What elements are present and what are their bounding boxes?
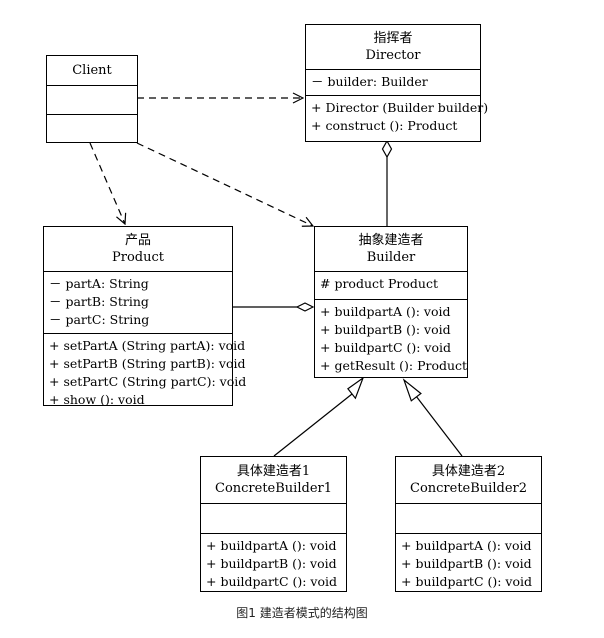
concrete1-attributes-section bbox=[201, 503, 346, 533]
concrete2-method-buildpartA: + buildpartA (): void bbox=[401, 538, 532, 553]
client-attributes-section bbox=[47, 85, 137, 114]
product-name-cn: 产品 bbox=[124, 233, 151, 248]
builder-method-buildpartC: + buildpartC (): void bbox=[320, 340, 452, 355]
product-attr-partA: － partA: String bbox=[49, 276, 149, 291]
class-client[interactable]: Client bbox=[46, 55, 138, 143]
concrete2-method-buildpartB: + buildpartB (): void bbox=[401, 556, 532, 571]
concrete1-method-buildpartC: + buildpartC (): void bbox=[206, 574, 338, 589]
concrete1-header: 具体建造者1 ConcreteBuilder1 bbox=[201, 457, 346, 503]
concrete2-attributes-section bbox=[396, 503, 541, 533]
director-name: Director bbox=[365, 48, 421, 63]
builder-method-buildpartB: + buildpartB (): void bbox=[320, 322, 451, 337]
product-attr-partB: － partB: String bbox=[49, 294, 149, 309]
concrete2-name-cn: 具体建造者2 bbox=[431, 464, 506, 479]
client-methods-section bbox=[47, 114, 137, 142]
class-director[interactable]: 指挥者 Director － builder: Builder + Direct… bbox=[305, 24, 489, 142]
class-concrete-builder-2[interactable]: 具体建造者2 ConcreteBuilder2 + buildpartA ():… bbox=[395, 456, 542, 592]
director-header: 指挥者 Director bbox=[306, 25, 480, 69]
director-attributes: － builder: Builder bbox=[306, 69, 480, 95]
builder-name: Builder bbox=[366, 250, 416, 265]
class-builder[interactable]: 抽象建造者 Builder # product Product + buildp… bbox=[314, 226, 468, 378]
product-attributes: － partA: String － partB: String － partC:… bbox=[44, 271, 232, 333]
generalization-triangle-2 bbox=[402, 378, 422, 402]
concrete2-header: 具体建造者2 ConcreteBuilder2 bbox=[396, 457, 541, 503]
concrete1-name-cn: 具体建造者1 bbox=[236, 464, 311, 479]
concrete1-name: ConcreteBuilder1 bbox=[215, 481, 332, 496]
product-attr-partC: － partC: String bbox=[49, 312, 150, 327]
builder-methods: + buildpartA (): void + buildpartB (): v… bbox=[315, 299, 467, 378]
product-methods: + setPartA (String partA): void + setPar… bbox=[44, 333, 247, 412]
product-method-setPartC: + setPartC (String partC): void bbox=[49, 374, 247, 389]
product-header: 产品 Product bbox=[44, 227, 232, 271]
director-name-cn: 指挥者 bbox=[373, 31, 413, 46]
concrete2-methods: + buildpartA (): void + buildpartB (): v… bbox=[396, 533, 541, 594]
product-method-setPartA: + setPartA (String partA): void bbox=[49, 338, 246, 353]
client-name: Client bbox=[72, 63, 112, 78]
builder-header: 抽象建造者 Builder bbox=[315, 227, 467, 271]
builder-method-getResult: + getResult (): Product bbox=[320, 358, 468, 373]
builder-name-cn: 抽象建造者 bbox=[358, 233, 424, 248]
concrete2-method-buildpartC: + buildpartC (): void bbox=[401, 574, 533, 589]
builder-attr-product: # product Product bbox=[320, 276, 438, 291]
aggregation-diamond-director bbox=[381, 139, 393, 159]
director-method-constructor: + Director (Builder builder) bbox=[311, 100, 489, 115]
generalization-concrete1-builder bbox=[273, 393, 353, 457]
generalization-triangle-1 bbox=[347, 376, 365, 400]
director-method-construct: + construct (): Product bbox=[311, 118, 458, 133]
product-method-show: + show (): void bbox=[49, 392, 145, 407]
aggregation-diamond-builder bbox=[295, 302, 315, 312]
dependency-client-builder bbox=[136, 142, 313, 226]
figure-caption: 图1 建造者模式的结构图 bbox=[236, 606, 368, 620]
concrete1-methods: + buildpartA (): void + buildpartB (): v… bbox=[201, 533, 346, 594]
builder-method-buildpartA: + buildpartA (): void bbox=[320, 304, 451, 319]
product-method-setPartB: + setPartB (String partB): void bbox=[49, 356, 246, 371]
concrete2-name: ConcreteBuilder2 bbox=[410, 481, 527, 496]
client-header: Client bbox=[47, 56, 137, 85]
concrete1-method-buildpartB: + buildpartB (): void bbox=[206, 556, 337, 571]
class-concrete-builder-1[interactable]: 具体建造者1 ConcreteBuilder1 + buildpartA ():… bbox=[200, 456, 347, 592]
director-methods: + Director (Builder builder) + construct… bbox=[306, 95, 489, 138]
generalization-concrete2-builder bbox=[415, 395, 463, 457]
dependency-client-product bbox=[89, 142, 125, 224]
product-name: Product bbox=[112, 250, 164, 265]
class-product[interactable]: 产品 Product － partA: String － partB: Stri… bbox=[43, 226, 246, 407]
concrete1-method-buildpartA: + buildpartA (): void bbox=[206, 538, 337, 553]
builder-attributes: # product Product bbox=[315, 271, 467, 299]
director-attr-builder: － builder: Builder bbox=[311, 74, 428, 89]
